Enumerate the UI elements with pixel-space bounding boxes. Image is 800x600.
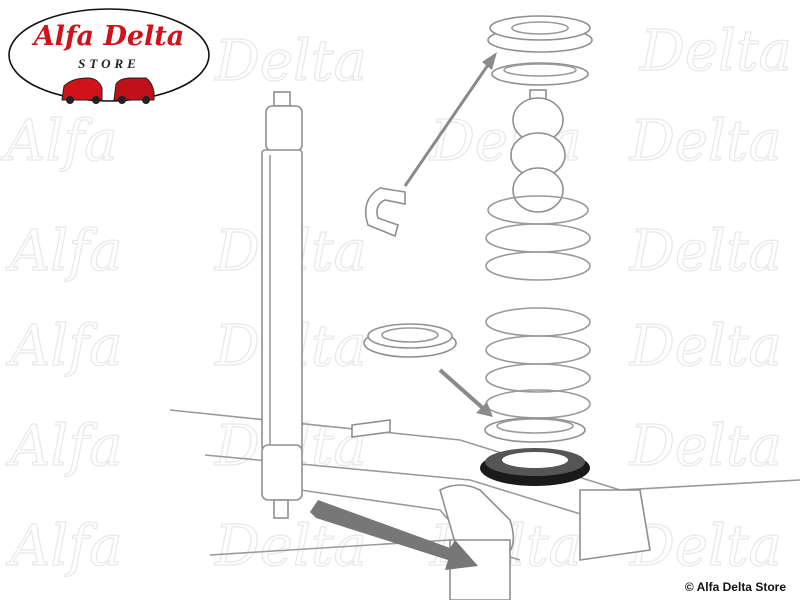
- shock-absorber: [261, 91, 303, 519]
- car-icon: [61, 77, 103, 104]
- svg-text:Alfa: Alfa: [5, 314, 122, 379]
- c-clip: [364, 187, 406, 238]
- rubber-pad: [480, 448, 590, 486]
- svg-text:Delta: Delta: [629, 219, 782, 284]
- copyright-notice: © Alfa Delta Store: [684, 580, 786, 594]
- spring-seat: [363, 323, 586, 443]
- top-mount: [487, 15, 593, 86]
- car-icon: [113, 77, 155, 104]
- svg-text:Alfa: Alfa: [0, 109, 117, 174]
- svg-text:Delta: Delta: [629, 109, 782, 174]
- svg-text:Delta: Delta: [639, 19, 792, 84]
- svg-text:Delta: Delta: [214, 29, 367, 94]
- arrows: [310, 52, 497, 570]
- svg-text:Alfa: Alfa: [5, 514, 122, 579]
- svg-text:Alfa: Alfa: [5, 219, 122, 284]
- svg-text:Alfa Delta: Alfa Delta: [31, 21, 185, 52]
- bump-stop: [510, 89, 566, 213]
- store-logo: Alfa Delta STORE: [8, 8, 210, 104]
- coil-spring: [485, 195, 591, 419]
- svg-text:Delta: Delta: [629, 414, 782, 479]
- svg-text:Alfa: Alfa: [5, 414, 122, 479]
- svg-text:Delta: Delta: [629, 314, 782, 379]
- svg-text:STORE: STORE: [78, 56, 140, 71]
- svg-text:Delta: Delta: [629, 514, 782, 579]
